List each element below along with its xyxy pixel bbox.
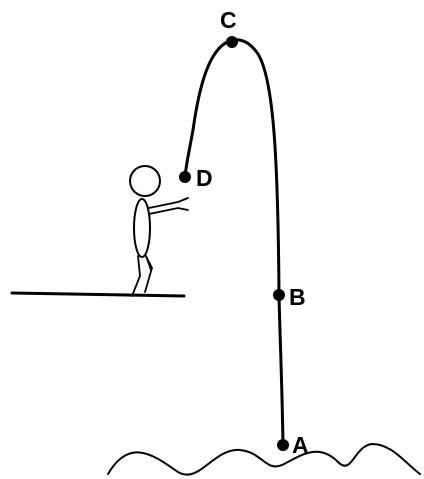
person-body (133, 198, 151, 258)
point-c-dot (226, 36, 238, 48)
point-a-dot (277, 439, 289, 451)
cliff-edge (10, 291, 186, 298)
person-arms (148, 197, 189, 215)
person-figure (129, 165, 189, 297)
point-d-dot (179, 171, 191, 183)
trajectory-path (183, 38, 285, 447)
water-surface (107, 443, 421, 476)
point-c-label: C (220, 7, 237, 33)
point-d-label: D (196, 165, 213, 191)
point-b-label: B (289, 284, 306, 310)
person-head (129, 165, 161, 197)
point-a-label: A (292, 432, 309, 458)
person-legs (131, 255, 153, 297)
point-b-dot (273, 289, 285, 301)
